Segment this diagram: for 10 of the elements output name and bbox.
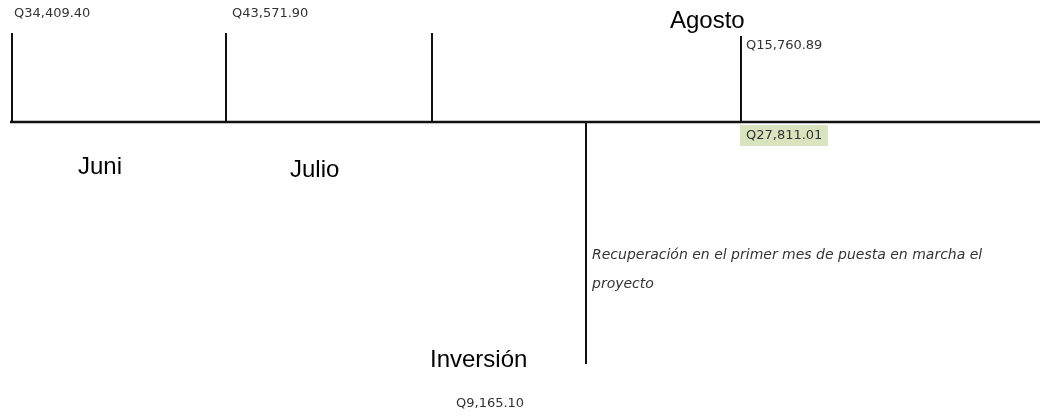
amount-label: Q34,409.40 bbox=[14, 6, 91, 21]
investment-label: Inversión bbox=[430, 345, 528, 373]
month-label: Julio bbox=[290, 155, 340, 183]
month-label: Agosto bbox=[670, 6, 745, 34]
month-label: Juni bbox=[78, 152, 123, 180]
amount-label: Q9,165.10 bbox=[456, 396, 525, 411]
note-text: Recuperación en el primer mes de puesta en marcha el proyecto bbox=[592, 245, 984, 293]
amount-label: Q15,760.89 bbox=[746, 38, 823, 53]
amount-label: Q27,811.01 bbox=[740, 125, 829, 146]
amount-label: Q43,571.90 bbox=[232, 6, 309, 21]
